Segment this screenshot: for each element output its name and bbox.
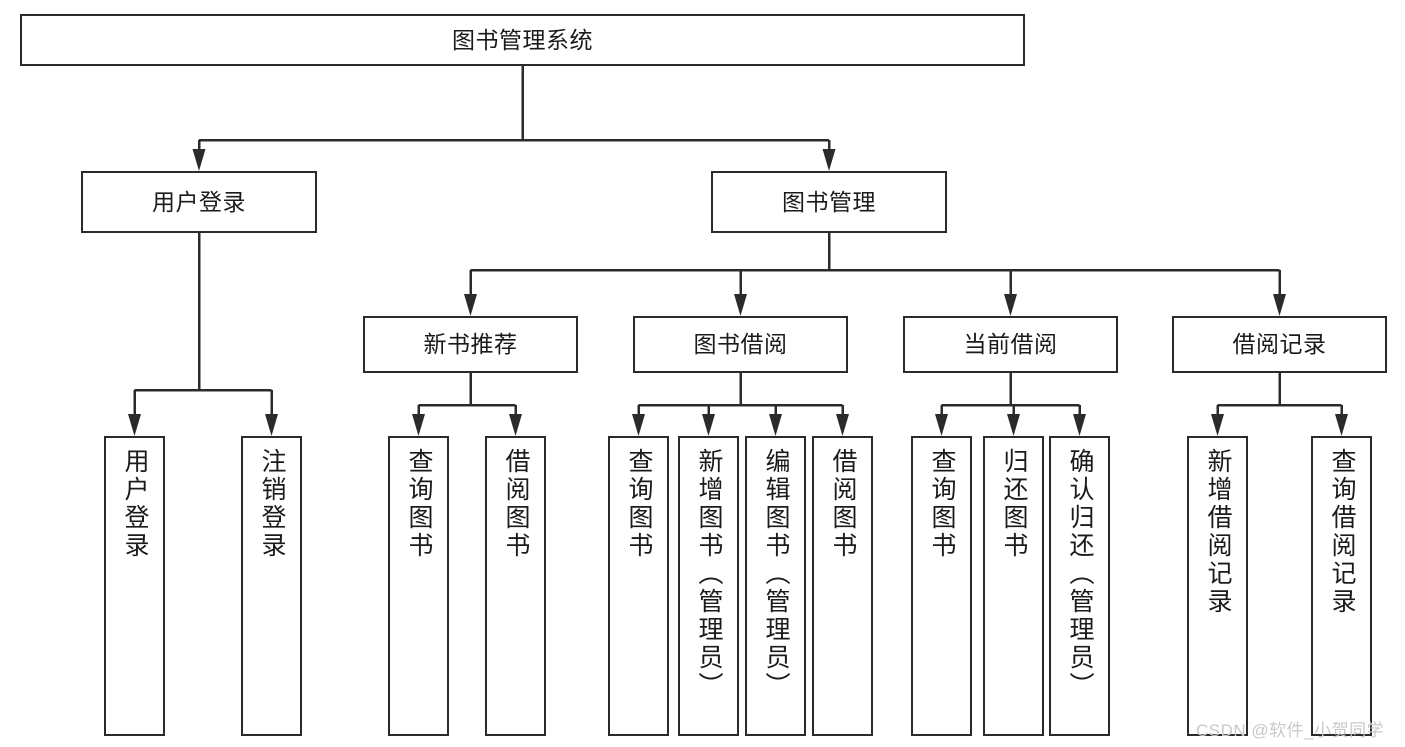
node-label: 新增图书（管理员） xyxy=(695,448,723,700)
node-leaf-br-query-record[interactable]: 查询借阅记录 xyxy=(1311,436,1372,736)
arrowhead xyxy=(702,414,715,436)
node-label: 用户登录 xyxy=(121,448,149,560)
node-l3-current-borrow[interactable]: 当前借阅 xyxy=(903,316,1118,373)
node-leaf-user-login[interactable]: 用户登录 xyxy=(104,436,165,736)
node-leaf-logout[interactable]: 注销登录 xyxy=(241,436,302,736)
node-label: 查询图书 xyxy=(405,448,433,560)
node-leaf-cb-return-book[interactable]: 归还图书 xyxy=(983,436,1044,736)
arrowhead xyxy=(192,149,206,171)
arrowhead xyxy=(1007,414,1020,436)
node-l3-new-book-rec[interactable]: 新书推荐 xyxy=(363,316,578,373)
node-label: 当前借阅 xyxy=(963,331,1058,358)
node-leaf-bb-add-book[interactable]: 新增图书（管理员） xyxy=(678,436,739,736)
node-label: 注销登录 xyxy=(258,448,286,560)
node-leaf-rec-borrow-book[interactable]: 借阅图书 xyxy=(485,436,546,736)
node-l3-book-borrow[interactable]: 图书借阅 xyxy=(633,316,848,373)
node-leaf-cb-query-book[interactable]: 查询图书 xyxy=(911,436,972,736)
node-label: 借阅图书 xyxy=(502,448,530,560)
node-label: 新增借阅记录 xyxy=(1204,448,1232,616)
arrowhead xyxy=(935,414,948,436)
node-leaf-bb-query-book[interactable]: 查询图书 xyxy=(608,436,669,736)
arrowhead xyxy=(265,414,278,436)
node-leaf-bb-edit-book[interactable]: 编辑图书（管理员） xyxy=(745,436,806,736)
csdn-watermark: CSDN @软件_小贺同学 xyxy=(1196,721,1385,740)
node-leaf-bb-borrow-book[interactable]: 借阅图书 xyxy=(812,436,873,736)
arrowhead xyxy=(509,414,522,436)
arrowhead xyxy=(1004,294,1017,316)
node-l3-borrow-record[interactable]: 借阅记录 xyxy=(1172,316,1387,373)
node-label: 查询图书 xyxy=(928,448,956,560)
arrowhead xyxy=(128,414,141,436)
node-leaf-rec-query-book[interactable]: 查询图书 xyxy=(388,436,449,736)
node-root[interactable]: 图书管理系统 xyxy=(20,14,1025,66)
node-label: 查询图书 xyxy=(625,448,653,560)
node-l2-book-mgmt[interactable]: 图书管理 xyxy=(711,171,947,233)
arrowhead xyxy=(1211,414,1224,436)
node-label: 借阅图书 xyxy=(829,448,857,560)
arrowhead xyxy=(734,294,747,316)
node-label: 图书管理 xyxy=(782,188,876,215)
arrowhead xyxy=(1273,294,1286,316)
node-label: 图书借阅 xyxy=(693,331,788,358)
node-leaf-br-add-record[interactable]: 新增借阅记录 xyxy=(1187,436,1248,736)
arrowhead xyxy=(632,414,645,436)
arrowhead xyxy=(769,414,782,436)
arrowhead xyxy=(1073,414,1086,436)
node-label: 用户登录 xyxy=(152,188,246,215)
node-label: 归还图书 xyxy=(1000,448,1028,560)
arrowhead xyxy=(822,149,836,171)
arrowhead xyxy=(836,414,849,436)
node-leaf-cb-confirm-return[interactable]: 确认归还（管理员） xyxy=(1049,436,1110,736)
node-label: 图书管理系统 xyxy=(452,26,593,53)
node-label: 编辑图书（管理员） xyxy=(762,448,790,700)
node-label: 借阅记录 xyxy=(1232,331,1327,358)
node-label: 确认归还（管理员） xyxy=(1066,448,1094,700)
arrowhead xyxy=(464,294,477,316)
node-l2-user-login[interactable]: 用户登录 xyxy=(81,171,317,233)
arrowhead xyxy=(1335,414,1348,436)
arrowhead xyxy=(412,414,425,436)
node-label: 新书推荐 xyxy=(423,331,518,358)
node-label: 查询借阅记录 xyxy=(1328,448,1356,616)
